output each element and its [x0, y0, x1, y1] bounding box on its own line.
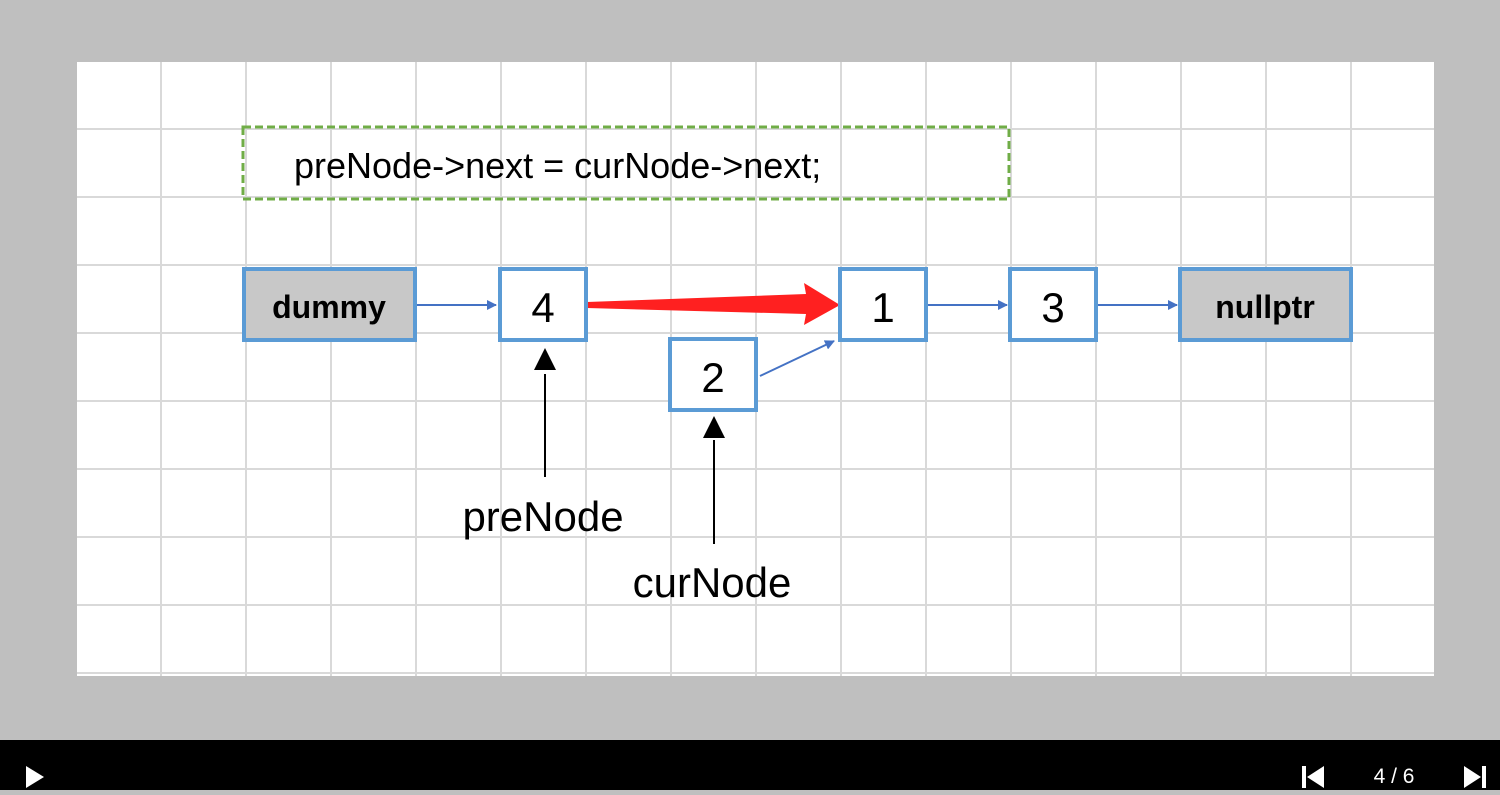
node-4-label: 4	[531, 284, 554, 331]
node-3: 3	[1008, 267, 1098, 342]
next-slide-button[interactable]	[1460, 764, 1488, 790]
node-4: 4	[498, 267, 588, 342]
curnode-label: curNode	[633, 559, 792, 606]
code-statement-box	[241, 125, 1011, 201]
prenode-pointer-arrowhead	[534, 348, 556, 370]
node-2: 2	[668, 337, 758, 412]
new-link-arrow-4-to-1	[587, 283, 840, 325]
linked-list-diagram: preNode->next = curNode->next; dummy 4	[241, 125, 1353, 606]
arrow-2-to-1	[759, 340, 835, 377]
node-3-label: 3	[1041, 284, 1064, 331]
slide-stage: preNode->next = curNode->next; dummy 4	[77, 62, 1434, 676]
node-dummy: dummy	[242, 267, 417, 342]
node-nullptr: nullptr	[1178, 267, 1353, 342]
diagram-slide: preNode->next = curNode->next; dummy 4	[77, 62, 1434, 676]
node-2-label: 2	[701, 354, 724, 401]
node-nullptr-label: nullptr	[1215, 289, 1315, 325]
node-1: 1	[838, 267, 928, 342]
code-statement: preNode->next = curNode->next;	[294, 145, 821, 186]
curnode-pointer-arrowhead	[703, 416, 725, 438]
skip-next-icon	[1464, 766, 1486, 788]
node-1-label: 1	[871, 284, 894, 331]
prenode-label: preNode	[462, 493, 623, 540]
node-dummy-label: dummy	[272, 289, 386, 325]
page-indicator: 4 / 6	[1373, 765, 1415, 788]
play-button[interactable]	[22, 764, 48, 790]
skip-previous-icon	[1302, 766, 1324, 788]
previous-slide-button[interactable]	[1300, 764, 1328, 790]
player-control-bar: 4 / 6	[0, 740, 1500, 790]
play-icon	[26, 766, 44, 788]
